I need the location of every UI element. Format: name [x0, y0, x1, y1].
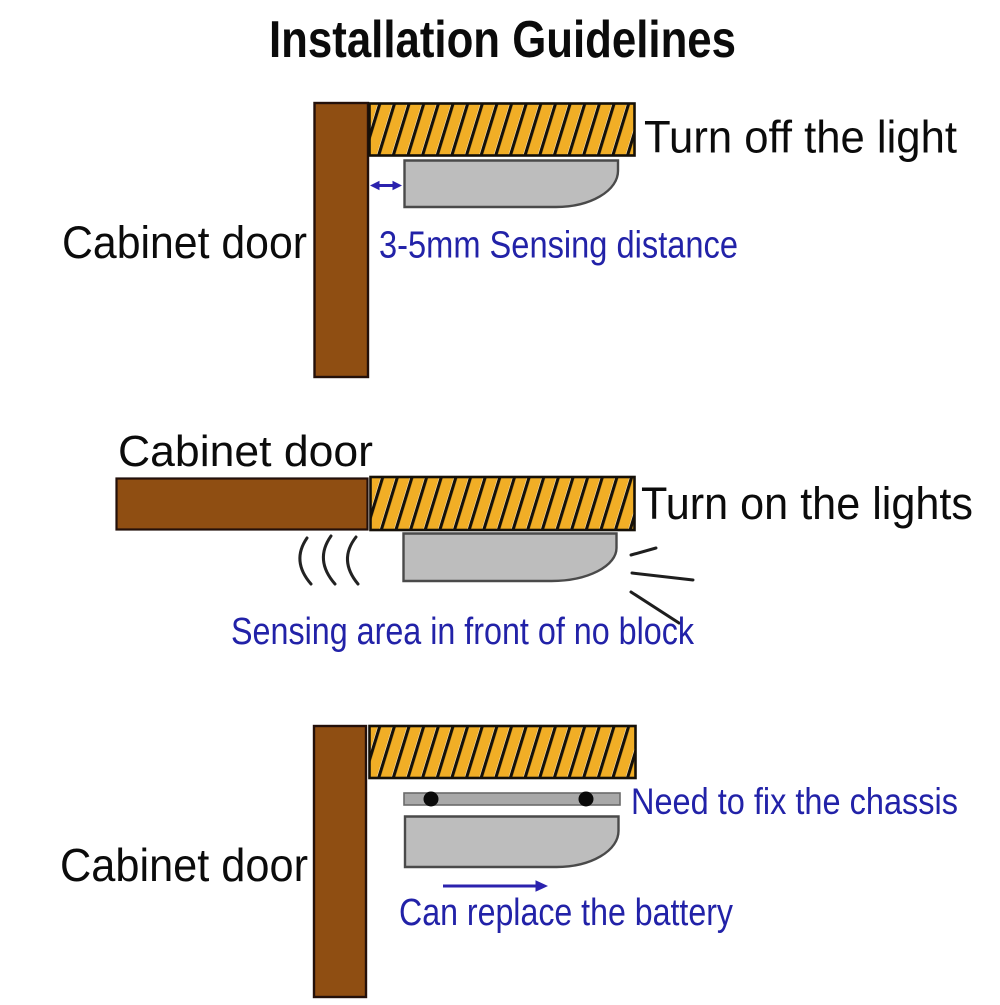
svg-text:Turn off the light: Turn off the light: [644, 112, 957, 163]
svg-text:Cabinet door: Cabinet door: [62, 217, 307, 268]
svg-text:Can replace the battery: Can replace the battery: [399, 892, 733, 934]
svg-text:Sensing area in front of no bl: Sensing area in front of no block: [231, 611, 695, 653]
svg-text:Cabinet door: Cabinet door: [60, 839, 308, 891]
svg-text:Cabinet door: Cabinet door: [118, 427, 373, 476]
svg-text:Installation Guidelines: Installation Guidelines: [269, 11, 736, 69]
svg-text:Need to fix the chassis: Need to fix the chassis: [631, 781, 958, 822]
svg-text:3-5mm Sensing distance: 3-5mm Sensing distance: [379, 225, 738, 267]
svg-text:Turn on the lights: Turn on the lights: [641, 478, 973, 529]
